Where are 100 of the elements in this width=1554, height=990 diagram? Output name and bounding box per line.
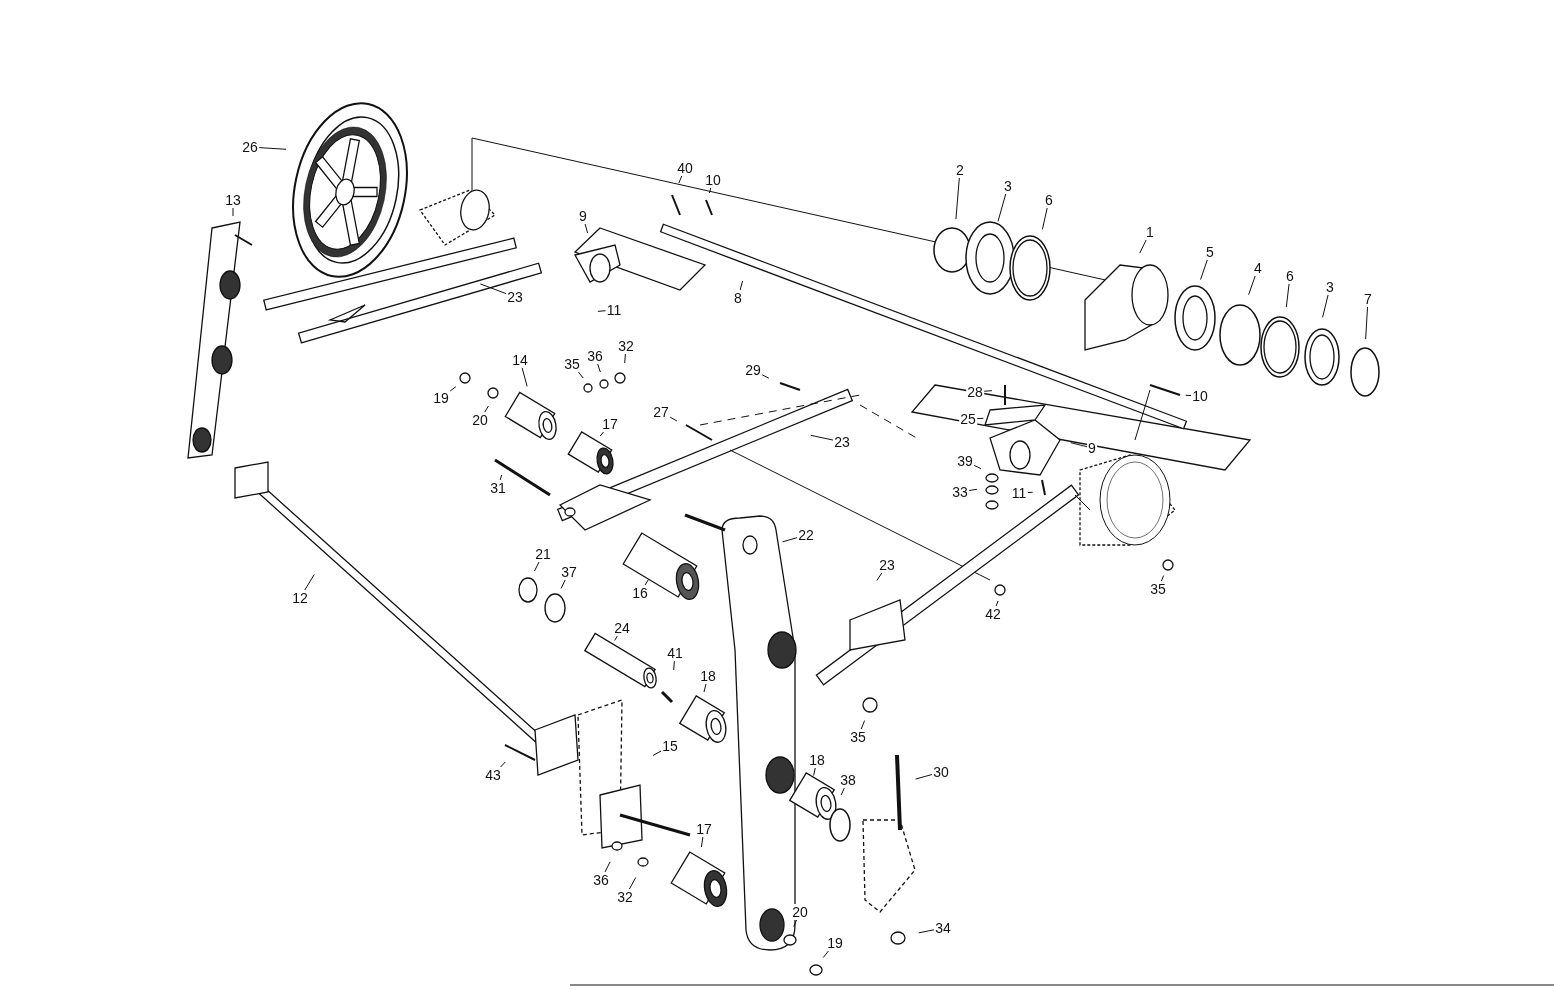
callout-number: 37 — [560, 564, 578, 580]
callout-number: 42 — [984, 606, 1002, 622]
leader-line — [673, 660, 675, 671]
callout-number: 20 — [471, 412, 489, 428]
callout-number: 6 — [1285, 268, 1295, 284]
callout-number: 19 — [432, 390, 450, 406]
callout-number: 35 — [563, 356, 581, 372]
callout-number: 30 — [932, 764, 950, 780]
leader-line — [258, 147, 287, 150]
callout-number: 18 — [699, 668, 717, 684]
callout-number: 23 — [878, 557, 896, 573]
leader-line — [304, 573, 315, 591]
callout-number: 34 — [934, 920, 952, 936]
callout-number: 25 — [959, 411, 977, 427]
callout-number: 19 — [826, 935, 844, 951]
leader-line — [995, 600, 999, 607]
callout-number: 33 — [951, 484, 969, 500]
leader-line — [1070, 442, 1088, 448]
leader-line — [1285, 283, 1290, 308]
callout-number: 14 — [511, 352, 529, 368]
callout-number: 6 — [1044, 192, 1054, 208]
leader-line — [479, 283, 507, 295]
leader-line — [628, 877, 637, 890]
callout-number: 40 — [676, 160, 694, 176]
callout-number: 10 — [704, 172, 722, 188]
callout-number: 4 — [1253, 260, 1263, 276]
callout-number: 18 — [808, 752, 826, 768]
callout-number: 35 — [1149, 581, 1167, 597]
leader-line — [521, 367, 528, 387]
callout-number: 32 — [617, 338, 635, 354]
callout-number: 7 — [1363, 291, 1373, 307]
leader-line — [614, 635, 618, 641]
callout-number: 21 — [534, 546, 552, 562]
callout-number: 16 — [631, 585, 649, 601]
callout-number: 5 — [1205, 244, 1215, 260]
leader-line — [232, 207, 234, 217]
leader-line — [534, 561, 540, 572]
callout-number: 36 — [586, 348, 604, 364]
leader-line — [700, 836, 704, 848]
leader-line — [449, 386, 457, 392]
callout-number: 11 — [605, 302, 623, 318]
leader-line — [500, 761, 506, 768]
callout-number: 3 — [1325, 279, 1335, 295]
leader-line — [597, 363, 601, 373]
leader-line — [997, 193, 1007, 222]
leader-line — [1041, 207, 1048, 230]
leader-line — [976, 417, 984, 420]
leader-line — [499, 474, 503, 481]
callout-number: 9 — [578, 208, 588, 224]
callout-number: 12 — [291, 590, 309, 606]
leader-line — [1185, 394, 1192, 397]
leader-line — [973, 464, 982, 470]
callout-number: 38 — [839, 772, 857, 788]
leader-line — [876, 572, 883, 581]
leader-line — [624, 353, 626, 364]
leader-line — [708, 187, 712, 194]
leader-line — [703, 683, 707, 693]
leader-line — [599, 431, 604, 437]
leader-line — [597, 310, 607, 312]
callout-number: 29 — [744, 362, 762, 378]
leader-line — [652, 750, 662, 756]
callout-number: 15 — [661, 738, 679, 754]
callout-number: 9 — [1087, 440, 1097, 456]
callout-number: 27 — [652, 404, 670, 420]
leader-line — [918, 929, 935, 934]
callout-number: 28 — [966, 384, 984, 400]
callout-number: 32 — [616, 889, 634, 905]
leader-line — [739, 280, 744, 291]
callout-number: 41 — [666, 645, 684, 661]
leader-line — [644, 579, 650, 586]
leader-line — [1322, 294, 1329, 318]
callout-number: 22 — [797, 527, 815, 543]
leader-line — [584, 223, 589, 234]
callout-number: 13 — [224, 192, 242, 208]
callout-number: 31 — [489, 480, 507, 496]
callout-number: 11 — [1010, 485, 1028, 501]
callout-number: 8 — [733, 290, 743, 306]
leader-line — [678, 175, 683, 184]
leader-line — [604, 861, 611, 873]
callout-number: 3 — [1003, 178, 1013, 194]
leader-line — [669, 416, 678, 422]
leader-line — [955, 177, 960, 220]
leader-line — [840, 787, 845, 796]
leader-line — [822, 950, 829, 958]
leader-line — [761, 374, 770, 379]
leader-line — [560, 579, 566, 589]
leader-line — [484, 405, 489, 413]
leader-line — [577, 371, 584, 379]
callout-number: 35 — [849, 729, 867, 745]
leader-line — [782, 537, 798, 543]
callout-number: 26 — [241, 139, 259, 155]
callout-number: 10 — [1191, 388, 1209, 404]
callout-number: 23 — [833, 434, 851, 450]
leader-line — [810, 434, 834, 441]
leader-line — [1160, 575, 1165, 582]
leader-line — [1139, 239, 1147, 254]
leader-line — [968, 488, 978, 492]
callout-number: 17 — [601, 416, 619, 432]
callout-number: 39 — [956, 453, 974, 469]
leader-line — [813, 767, 816, 776]
